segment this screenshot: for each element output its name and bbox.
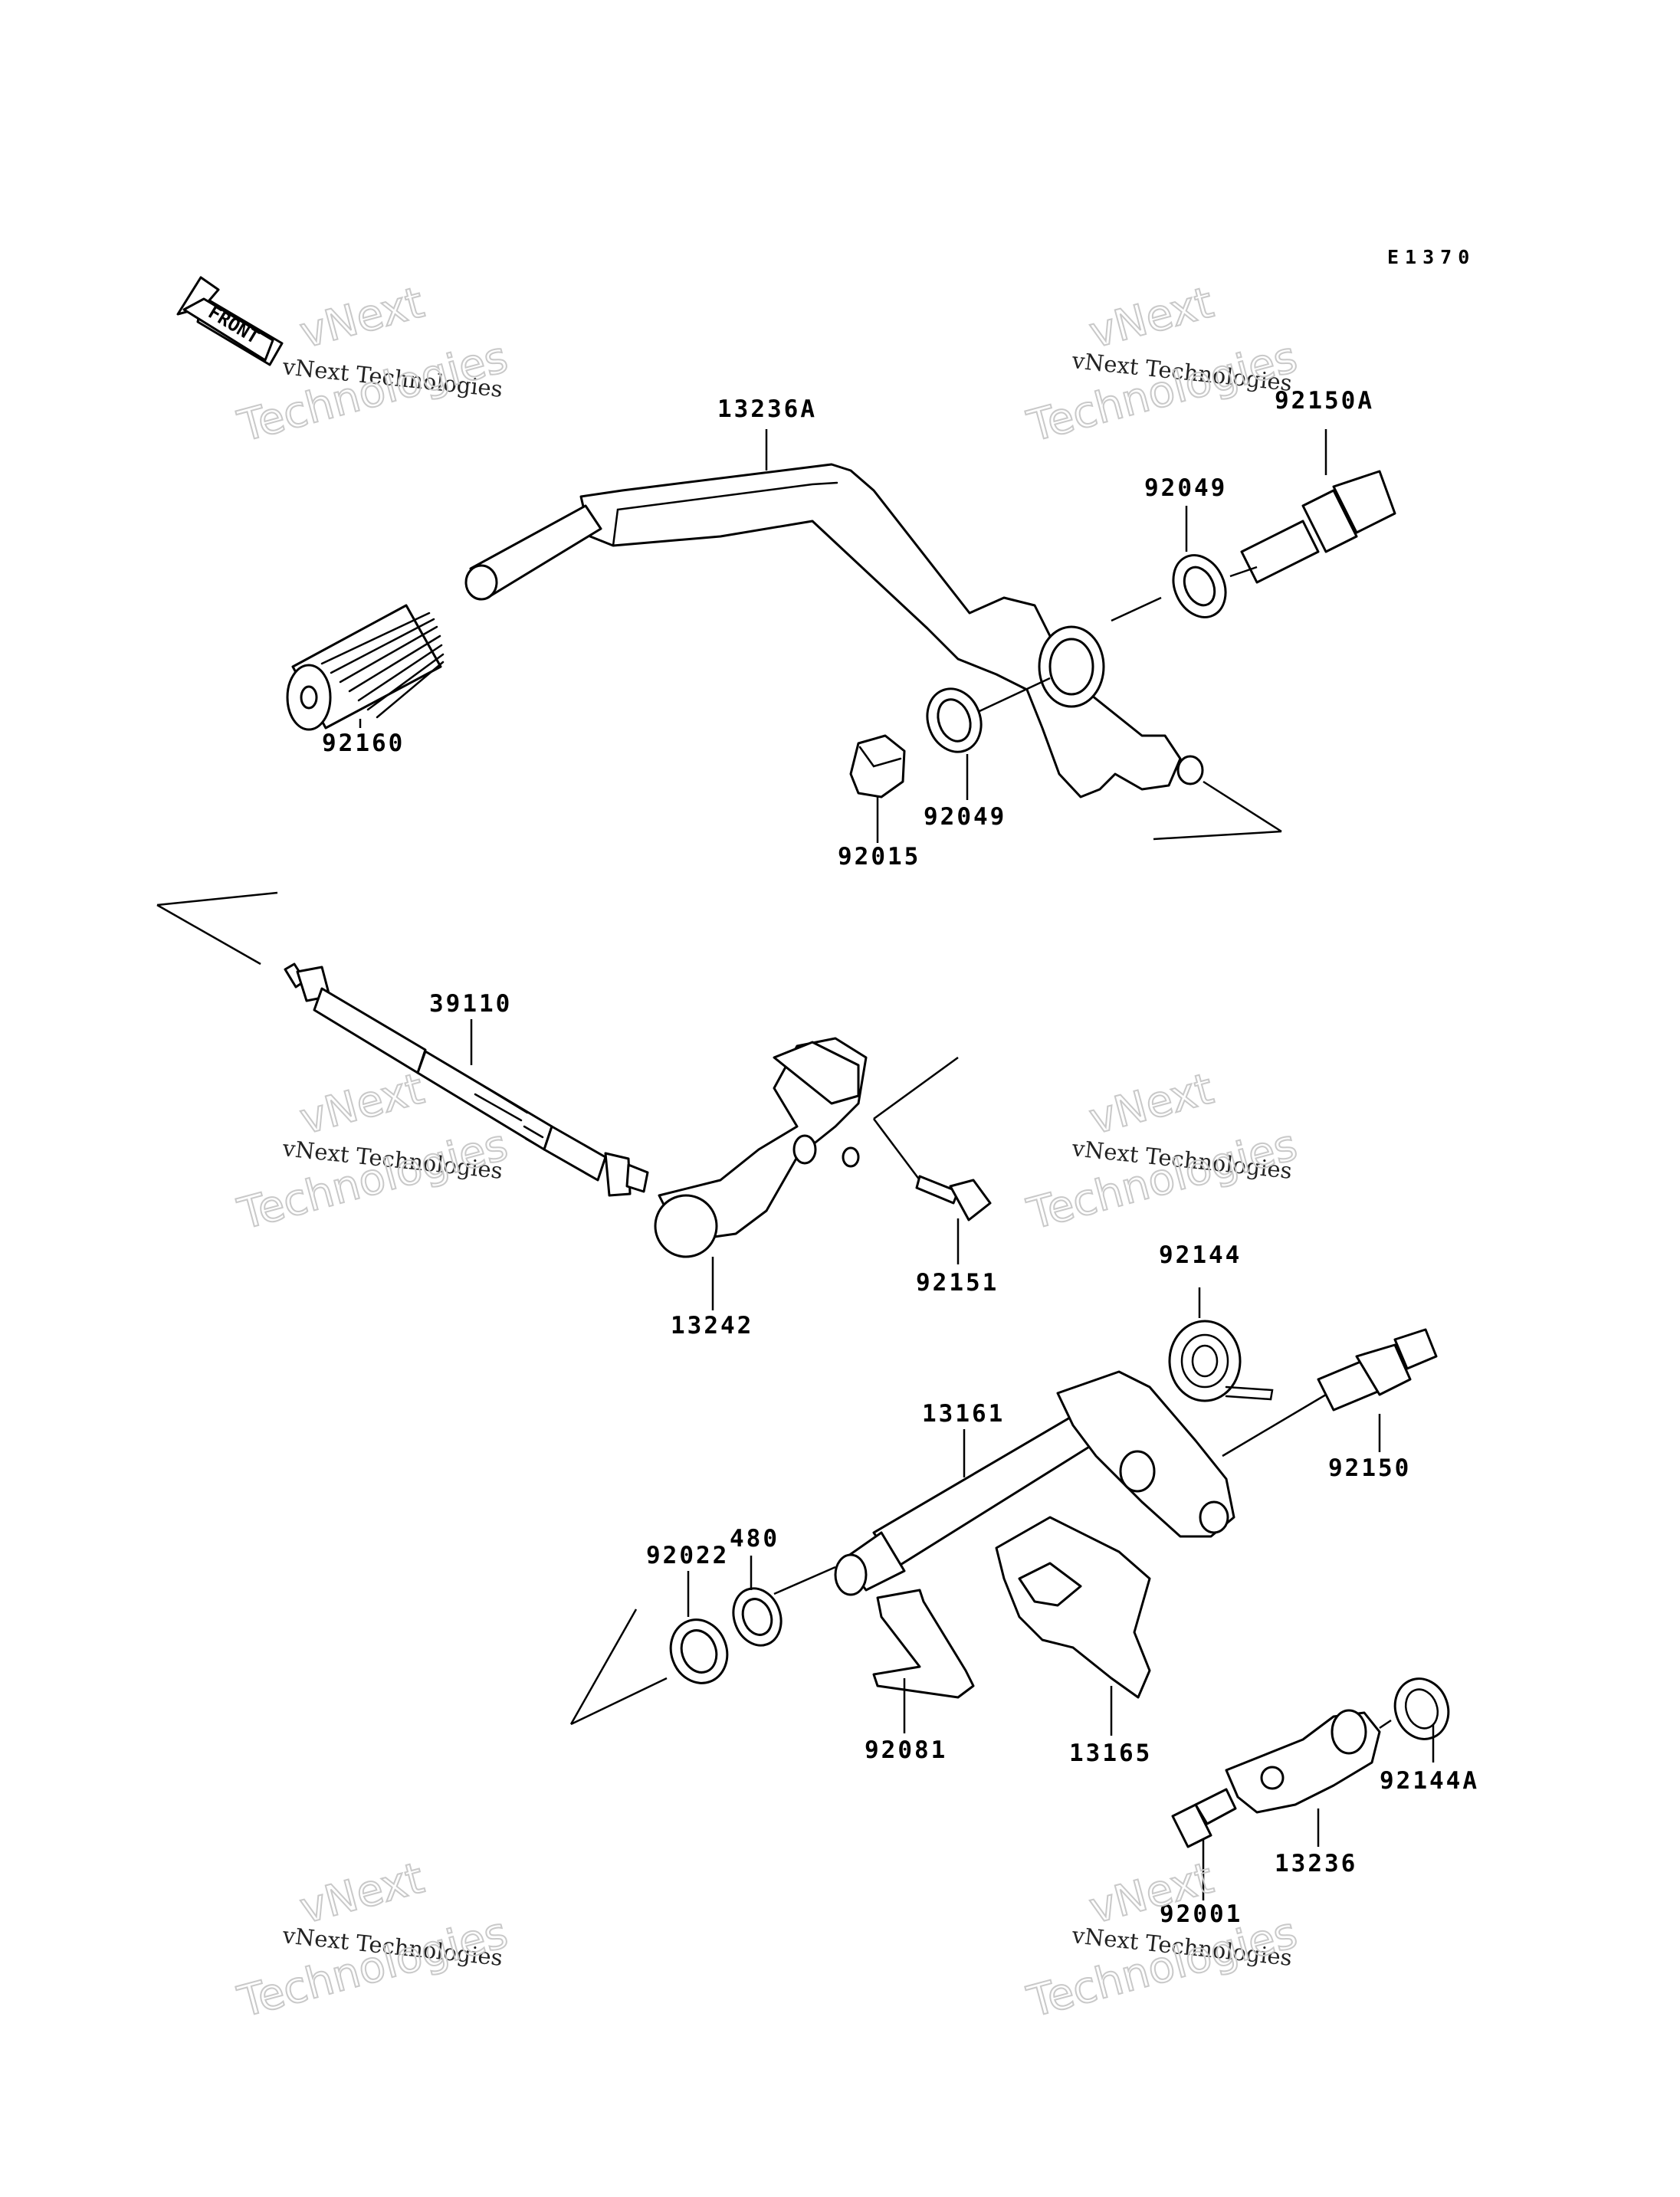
watermark-bottom-left: vNext vNext Technologies Technologies	[232, 1852, 514, 2028]
shift-shaft-13161	[834, 1370, 1235, 1596]
label-13242: 13242	[671, 1312, 753, 1340]
label-92160: 92160	[322, 730, 405, 757]
label-13161: 13161	[922, 1400, 1005, 1428]
spring-92144A	[1393, 1677, 1450, 1740]
svg-text:vNext: vNext	[295, 277, 429, 358]
label-92144A: 92144A	[1380, 1767, 1479, 1795]
label-92049-bottom: 92049	[924, 803, 1006, 831]
pedal-arm-13236A	[579, 463, 1204, 798]
label-13236: 13236	[1275, 1850, 1357, 1877]
watermark-bottom-right: vNext vNext Technologies Technologies	[1022, 1852, 1303, 2028]
watermark-top-left: vNext vNext Technologies Technologies	[232, 277, 514, 452]
tie-rod-39110	[284, 962, 649, 1197]
label-92150: 92150	[1328, 1454, 1411, 1482]
label-92001: 92001	[1160, 1900, 1242, 1928]
bolt-92001	[1171, 1788, 1237, 1848]
lever-13236	[1225, 1709, 1381, 1814]
cap-nut-92015	[849, 734, 906, 798]
svg-text:vNext: vNext	[1084, 277, 1219, 358]
label-39110: 39110	[429, 990, 512, 1018]
watermark-top-right: vNext vNext Technologies Technologies	[1022, 277, 1303, 452]
clip-92081	[872, 1589, 975, 1699]
label-92081: 92081	[865, 1736, 947, 1764]
washer-92049-bottom	[926, 687, 983, 753]
label-92015: 92015	[838, 843, 920, 871]
washer-92049-top	[1172, 554, 1227, 618]
diagram-code: E1370	[1387, 246, 1475, 268]
bolt-92150	[1317, 1328, 1438, 1412]
footpeg-pin	[464, 504, 602, 601]
label-92049-top: 92049	[1144, 474, 1227, 502]
label-92022: 92022	[646, 1542, 729, 1569]
snap-ring-480	[732, 1587, 783, 1647]
label-13165: 13165	[1069, 1740, 1152, 1767]
label-480: 480	[730, 1525, 779, 1553]
washer-92022	[669, 1618, 729, 1684]
svg-text:vNext: vNext	[295, 1853, 429, 1933]
label-13236A: 13236A	[717, 395, 817, 423]
label-92144: 92144	[1159, 1241, 1242, 1269]
bolt-92151	[915, 1175, 992, 1221]
svg-text:vNext: vNext	[1084, 1064, 1219, 1144]
watermark-middle-right: vNext vNext Technologies Technologies	[1022, 1063, 1303, 1240]
svg-text:vNext: vNext	[295, 1064, 429, 1144]
plate-13165	[995, 1516, 1151, 1699]
shift-arm-13242	[654, 1037, 868, 1258]
bolt-92150A	[1240, 470, 1396, 584]
spring-92144	[1168, 1320, 1274, 1402]
pedal-rubber-92160	[286, 604, 445, 731]
label-92150A: 92150A	[1275, 387, 1374, 415]
label-92151: 92151	[916, 1269, 999, 1297]
front-arrow-icon: FRONT	[176, 276, 284, 366]
